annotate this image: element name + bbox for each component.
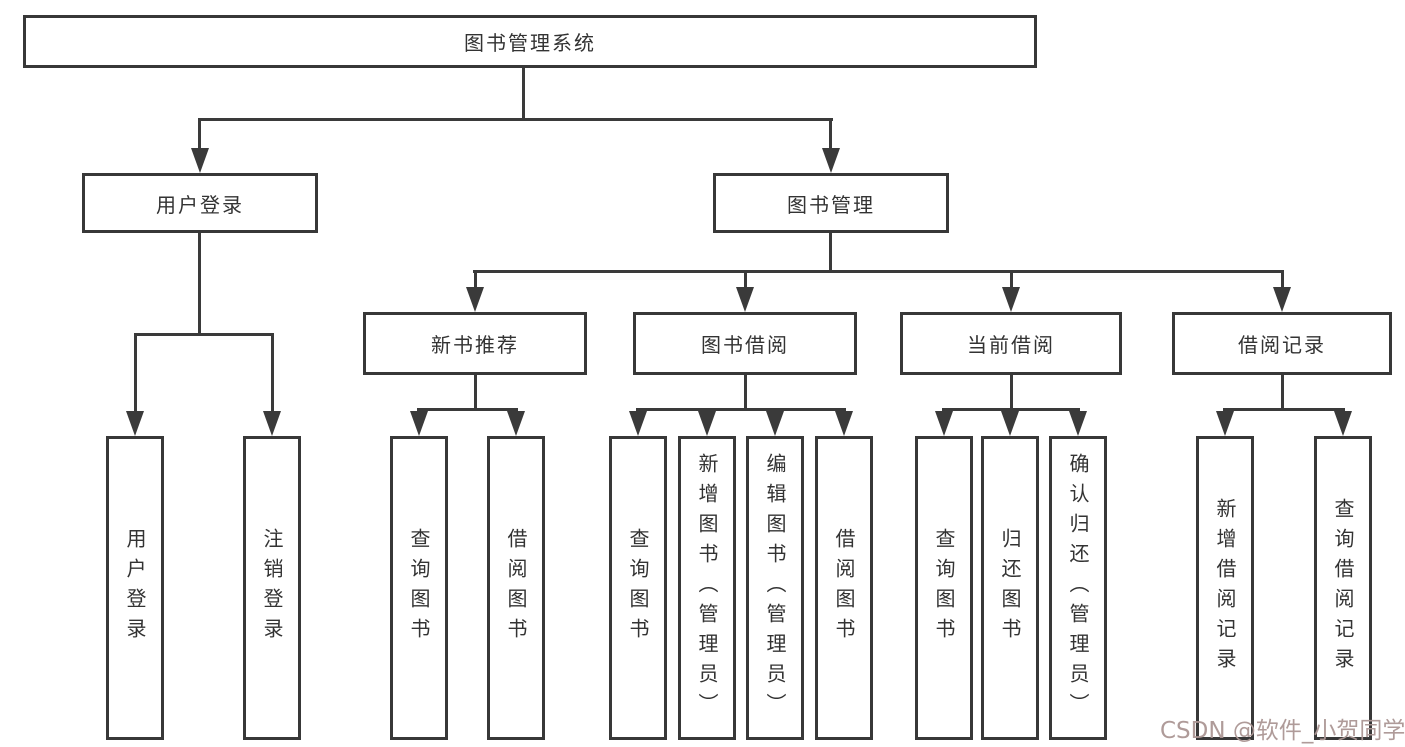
connector-line: [522, 68, 525, 121]
node-root: 图书管理系统: [23, 15, 1037, 68]
node-new-book-recommend-label: 新书推荐: [431, 333, 519, 357]
arrow-down-icon: [935, 411, 953, 436]
node-book-management: 图书管理: [713, 173, 949, 233]
leaf-query-borrow-record: 查询借阅记录: [1314, 436, 1372, 740]
connector-line: [744, 273, 747, 288]
connector-line: [1281, 273, 1284, 288]
leaf-add-borrow-record: 新增借阅记录: [1196, 436, 1254, 740]
arrow-down-icon: [126, 411, 144, 436]
arrow-down-icon: [507, 411, 525, 436]
node-borrow-record: 借阅记录: [1172, 312, 1392, 375]
connector-line: [1223, 408, 1345, 411]
connector-line: [134, 333, 137, 412]
leaf-query-book-2-label: 查询图书: [626, 528, 650, 648]
node-current-borrow-label: 当前借阅: [967, 333, 1055, 357]
connector-line: [1010, 273, 1013, 288]
leaf-add-book-admin: 新增图书（管理员）: [678, 436, 736, 740]
connector-line: [198, 233, 201, 336]
arrow-down-icon: [1001, 411, 1019, 436]
leaf-query-book-3-label: 查询图书: [932, 528, 956, 648]
arrow-down-icon: [736, 287, 754, 312]
node-current-borrow: 当前借阅: [900, 312, 1122, 375]
node-user-login: 用户登录: [82, 173, 318, 233]
csdn-watermark: CSDN @软件_小贺同学: [1160, 718, 1405, 744]
connector-line: [134, 333, 274, 336]
leaf-logout-label: 注销登录: [260, 528, 284, 648]
leaf-user-login-label: 用户登录: [123, 528, 147, 648]
leaf-add-book-admin-label: 新增图书（管理员）: [695, 453, 719, 723]
connector-line: [417, 408, 518, 411]
arrow-down-icon: [1002, 287, 1020, 312]
connector-line: [636, 408, 846, 411]
arrow-down-icon: [629, 411, 647, 436]
leaf-borrow-book-2: 借阅图书: [815, 436, 873, 740]
leaf-confirm-return-admin: 确认归还（管理员）: [1049, 436, 1107, 740]
arrow-down-icon: [1216, 411, 1234, 436]
node-borrow-record-label: 借阅记录: [1238, 333, 1326, 357]
connector-line: [1010, 375, 1013, 408]
leaf-logout: 注销登录: [243, 436, 301, 740]
leaf-user-login: 用户登录: [106, 436, 164, 740]
connector-line: [474, 273, 477, 288]
connector-line: [942, 408, 1080, 411]
leaf-edit-book-admin: 编辑图书（管理员）: [746, 436, 804, 740]
node-user-login-label: 用户登录: [156, 192, 244, 217]
node-root-label: 图书管理系统: [464, 31, 596, 55]
node-book-management-label: 图书管理: [787, 192, 875, 217]
arrow-down-icon: [466, 287, 484, 312]
arrow-down-icon: [766, 411, 784, 436]
arrow-down-icon: [263, 411, 281, 436]
leaf-return-book-label: 归还图书: [998, 528, 1022, 648]
node-new-book-recommend: 新书推荐: [363, 312, 587, 375]
leaf-borrow-book-2-label: 借阅图书: [832, 528, 856, 648]
arrow-down-icon: [1273, 287, 1291, 312]
leaf-query-book-1: 查询图书: [390, 436, 448, 740]
connector-line: [829, 118, 832, 149]
leaf-confirm-return-admin-label: 确认归还（管理员）: [1066, 453, 1090, 723]
leaf-borrow-book-1: 借阅图书: [487, 436, 545, 740]
connector-line: [473, 270, 1284, 273]
connector-line: [198, 118, 201, 149]
leaf-edit-book-admin-label: 编辑图书（管理员）: [763, 453, 787, 723]
leaf-query-book-3: 查询图书: [915, 436, 973, 740]
arrow-down-icon: [1069, 411, 1087, 436]
connector-line: [474, 375, 477, 408]
leaf-add-borrow-record-label: 新增借阅记录: [1213, 498, 1237, 678]
leaf-borrow-book-1-label: 借阅图书: [504, 528, 528, 648]
arrow-down-icon: [835, 411, 853, 436]
connector-line: [829, 233, 832, 273]
leaf-query-borrow-record-label: 查询借阅记录: [1331, 498, 1355, 678]
leaf-query-book-1-label: 查询图书: [407, 528, 431, 648]
connector-line: [1281, 375, 1284, 408]
arrow-down-icon: [698, 411, 716, 436]
leaf-return-book: 归还图书: [981, 436, 1039, 740]
node-book-borrow: 图书借阅: [633, 312, 857, 375]
node-book-borrow-label: 图书借阅: [701, 333, 789, 357]
arrow-down-icon: [410, 411, 428, 436]
arrow-down-icon: [822, 148, 840, 173]
connector-line: [744, 375, 747, 408]
arrow-down-icon: [1334, 411, 1352, 436]
connector-line: [271, 333, 274, 412]
connector-line: [199, 118, 833, 121]
leaf-query-book-2: 查询图书: [609, 436, 667, 740]
arrow-down-icon: [191, 148, 209, 173]
